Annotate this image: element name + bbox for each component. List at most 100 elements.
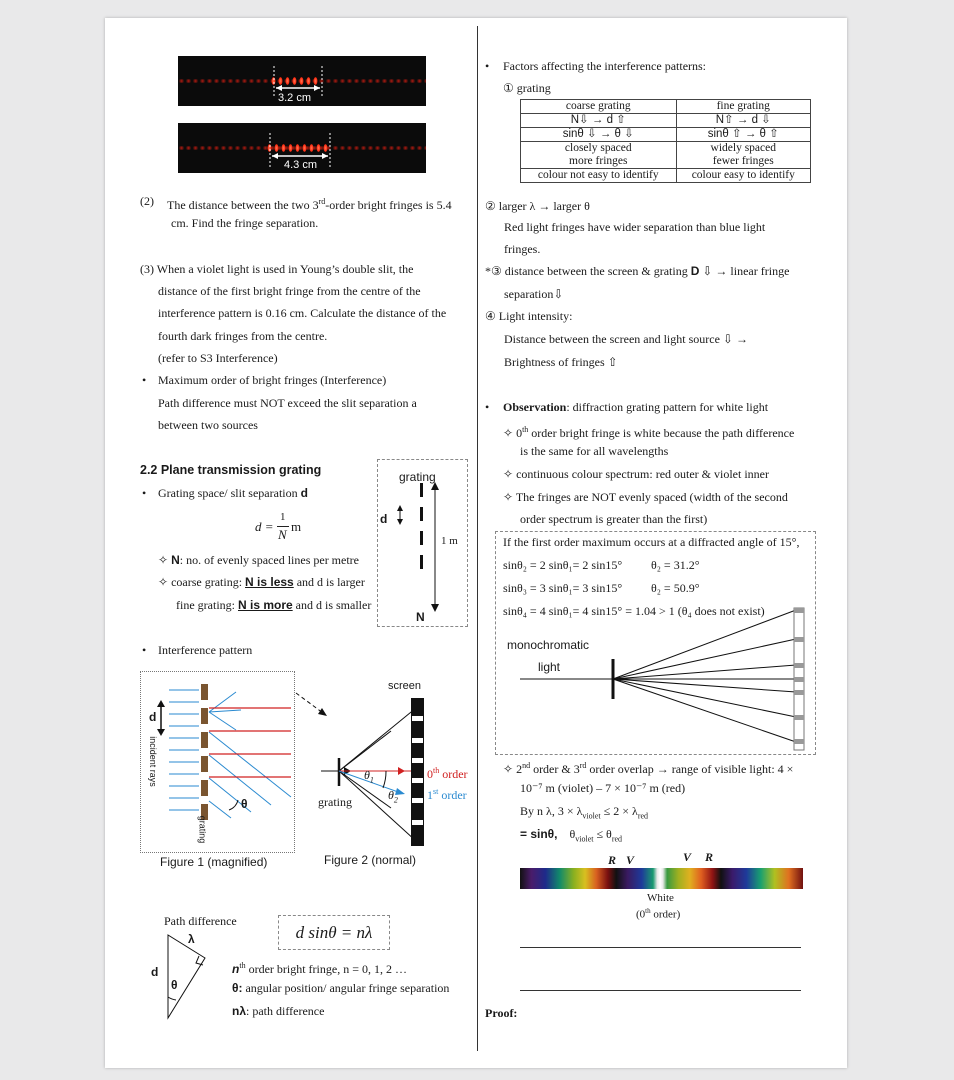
spectrum-v1: V <box>626 853 635 867</box>
max-order-line2: between two sources <box>158 418 258 432</box>
table-row: N⇩ → d ⇧N⇧ → d ⇩ <box>520 113 812 128</box>
table-row: sinθ ⇩ → θ ⇩sinθ ⇧ → θ ⇧ <box>520 127 812 142</box>
observation-3: ✧ The fringes are NOT evenly spaced (wid… <box>503 490 788 504</box>
table-cell: coarse grating <box>520 99 677 114</box>
fig2-theta1-label: θ1 <box>364 768 374 785</box>
mono-label-2: light <box>538 660 561 674</box>
formula-d: d = 1 N m <box>255 511 302 542</box>
observation-1: ✧ 0th order bright fringe is white becau… <box>503 425 795 440</box>
factor-3: *③ distance between the screen & grating… <box>485 264 790 278</box>
coarse-grating-text: ✧ coarse grating: N is less and d is lar… <box>158 575 365 589</box>
question-3-line5: (refer to S3 Interference) <box>158 351 278 365</box>
factor-4: ④ Light intensity: <box>485 309 573 323</box>
answer-line <box>520 990 801 991</box>
table-cell: closely spaced more fringes <box>520 141 677 169</box>
example-sin3: sinθ₃ = 3 sinθ₁= 3 sin15° <box>503 581 623 595</box>
overlap-line2: 10⁻⁷ m (violet) – 7 × 10⁻⁷ m (red) <box>520 781 686 795</box>
bullet: • <box>142 643 147 657</box>
factor-1: ① grating <box>503 81 551 95</box>
example-theta3: θ₂ = 50.9° <box>651 581 700 595</box>
fringe-label-top: 3.2 cm <box>278 92 312 104</box>
interference-title: Interference pattern <box>158 643 253 657</box>
diagram-n-label: N <box>416 610 425 624</box>
n-definition: ✧ N: no. of evenly spaced lines per metr… <box>158 553 360 567</box>
fig2-theta2-label: θ2 <box>388 788 398 805</box>
example-theta2: θ₂ = 31.2° <box>651 558 700 572</box>
n-lambda-definition: nλ: path difference <box>232 1004 325 1018</box>
factors-title: Factors affecting the interference patte… <box>503 59 707 73</box>
grating-diagram: grating d 1 m N <box>377 459 468 627</box>
factor-4-line2: Distance between the screen and light so… <box>504 332 748 346</box>
spectrum-r2: R <box>705 850 714 864</box>
path-diff-lambda: λ <box>188 932 195 946</box>
fringe-photo-bottom: 4.3 cm <box>178 123 426 173</box>
spectrum-order-label: (0th order) <box>636 907 681 921</box>
table-cell: widely spaced fewer fringes <box>675 141 812 169</box>
grating-rays-drawing <box>520 607 805 751</box>
question-2-number: (2) <box>140 194 154 208</box>
diagram-grating-label: grating <box>399 470 436 484</box>
question-3-line1: (3) When a violet light is used in Young… <box>140 262 414 276</box>
fig1-d-label: d <box>149 710 157 724</box>
spectrum-v2: V <box>683 850 692 864</box>
spectrum-r1: R <box>608 853 617 867</box>
question-2-line1: The distance between the two 3rd-order b… <box>167 197 452 212</box>
observation-1-line2: is the same for all wavelengths <box>520 444 669 458</box>
overlap-line1: ✧ 2nd order & 3rd order overlap → range … <box>503 761 794 776</box>
table-cell: N⇧ → d ⇩ <box>675 113 812 128</box>
theta-definition: θ: angular position/ angular fringe sepa… <box>232 981 450 995</box>
fig2-grating-label: grating <box>318 795 352 809</box>
path-diff-formula: d sinθ = nλ <box>278 915 390 950</box>
bullet: • <box>142 486 147 500</box>
path-diff-triangle <box>167 934 206 1020</box>
overlap-by: By n λ, 3 × λviolet ≤ 2 × λred <box>520 804 649 821</box>
mono-label-1: monochromatic <box>507 638 590 652</box>
factor-3-line2: separation⇩ <box>504 287 564 301</box>
worksheet-page: 3.2 cm 4.3 cm (2) The distance between t… <box>105 18 847 1068</box>
diagram-1m-label: 1 m <box>441 535 458 547</box>
example-sin2: sinθ₂ = 2 sinθ₁= 2 sin15° <box>503 558 623 572</box>
fringe-measure-arrow <box>269 133 331 167</box>
table-cell: colour easy to identify <box>675 168 812 183</box>
proof-label: Proof: <box>485 1006 518 1020</box>
factor-2: ② larger λ → larger θ <box>485 199 590 213</box>
factor-4-line3: Brightness of fringes ⇧ <box>504 355 618 369</box>
observation-2: ✧ continuous colour spectrum: red outer … <box>503 467 769 481</box>
factor-2-line3: fringes. <box>504 242 541 256</box>
section-heading: 2.2 Plane transmission grating <box>140 463 322 477</box>
table-cell: sinθ ⇩ → θ ⇩ <box>520 127 677 142</box>
example-sin4: sinθ₄ = 4 sinθ₁= 4 sin15° = 1.04 > 1 (θ₄… <box>503 604 765 618</box>
table-cell: colour not easy to identify <box>520 168 677 183</box>
overlap-eq: = sinθ, θviolet ≤ θred <box>520 827 623 844</box>
path-diff-theta: θ <box>171 978 178 992</box>
question-3-line2: distance of the first bright fringe from… <box>158 284 421 298</box>
question-2-line2: cm. Find the fringe separation. <box>171 216 319 230</box>
example-box: If the first order maximum occurs at a d… <box>495 531 816 755</box>
fringe-measure-arrow <box>273 66 323 96</box>
fig1-grating-label: grating <box>197 815 208 844</box>
diagram-d-label: d <box>380 512 388 526</box>
grating-lines-drawing <box>397 482 439 612</box>
answer-line <box>520 947 801 948</box>
white-light-spectrum <box>520 868 803 889</box>
bullet: • <box>485 400 490 414</box>
bullet: • <box>485 59 490 73</box>
bullet: • <box>142 373 147 387</box>
fig2-0th-order-label: 0th order <box>427 766 468 781</box>
nth-order-text: nth order bright fringe, n = 0, 1, 2 … <box>232 961 407 976</box>
grating-spacing-text: Grating space/ slit separation d <box>158 486 308 500</box>
fig2-1st-order-label: 1st order <box>427 787 467 802</box>
table-cell: sinθ ⇧ → θ ⇧ <box>675 127 812 142</box>
fig1-caption: Figure 1 (magnified) <box>160 855 268 869</box>
observation-title: Observation: diffraction grating pattern… <box>503 400 769 414</box>
question-3-line4: fourth dark fringes from the centre. <box>158 329 328 343</box>
table-cell: N⇩ → d ⇧ <box>520 113 677 128</box>
max-order-line1: Path difference must NOT exceed the slit… <box>158 396 417 410</box>
fig2-caption: Figure 2 (normal) <box>324 853 417 867</box>
path-diff-title: Path difference <box>164 914 237 928</box>
figure-2-drawing <box>295 692 424 846</box>
spectrum-white-label: White <box>647 892 674 904</box>
